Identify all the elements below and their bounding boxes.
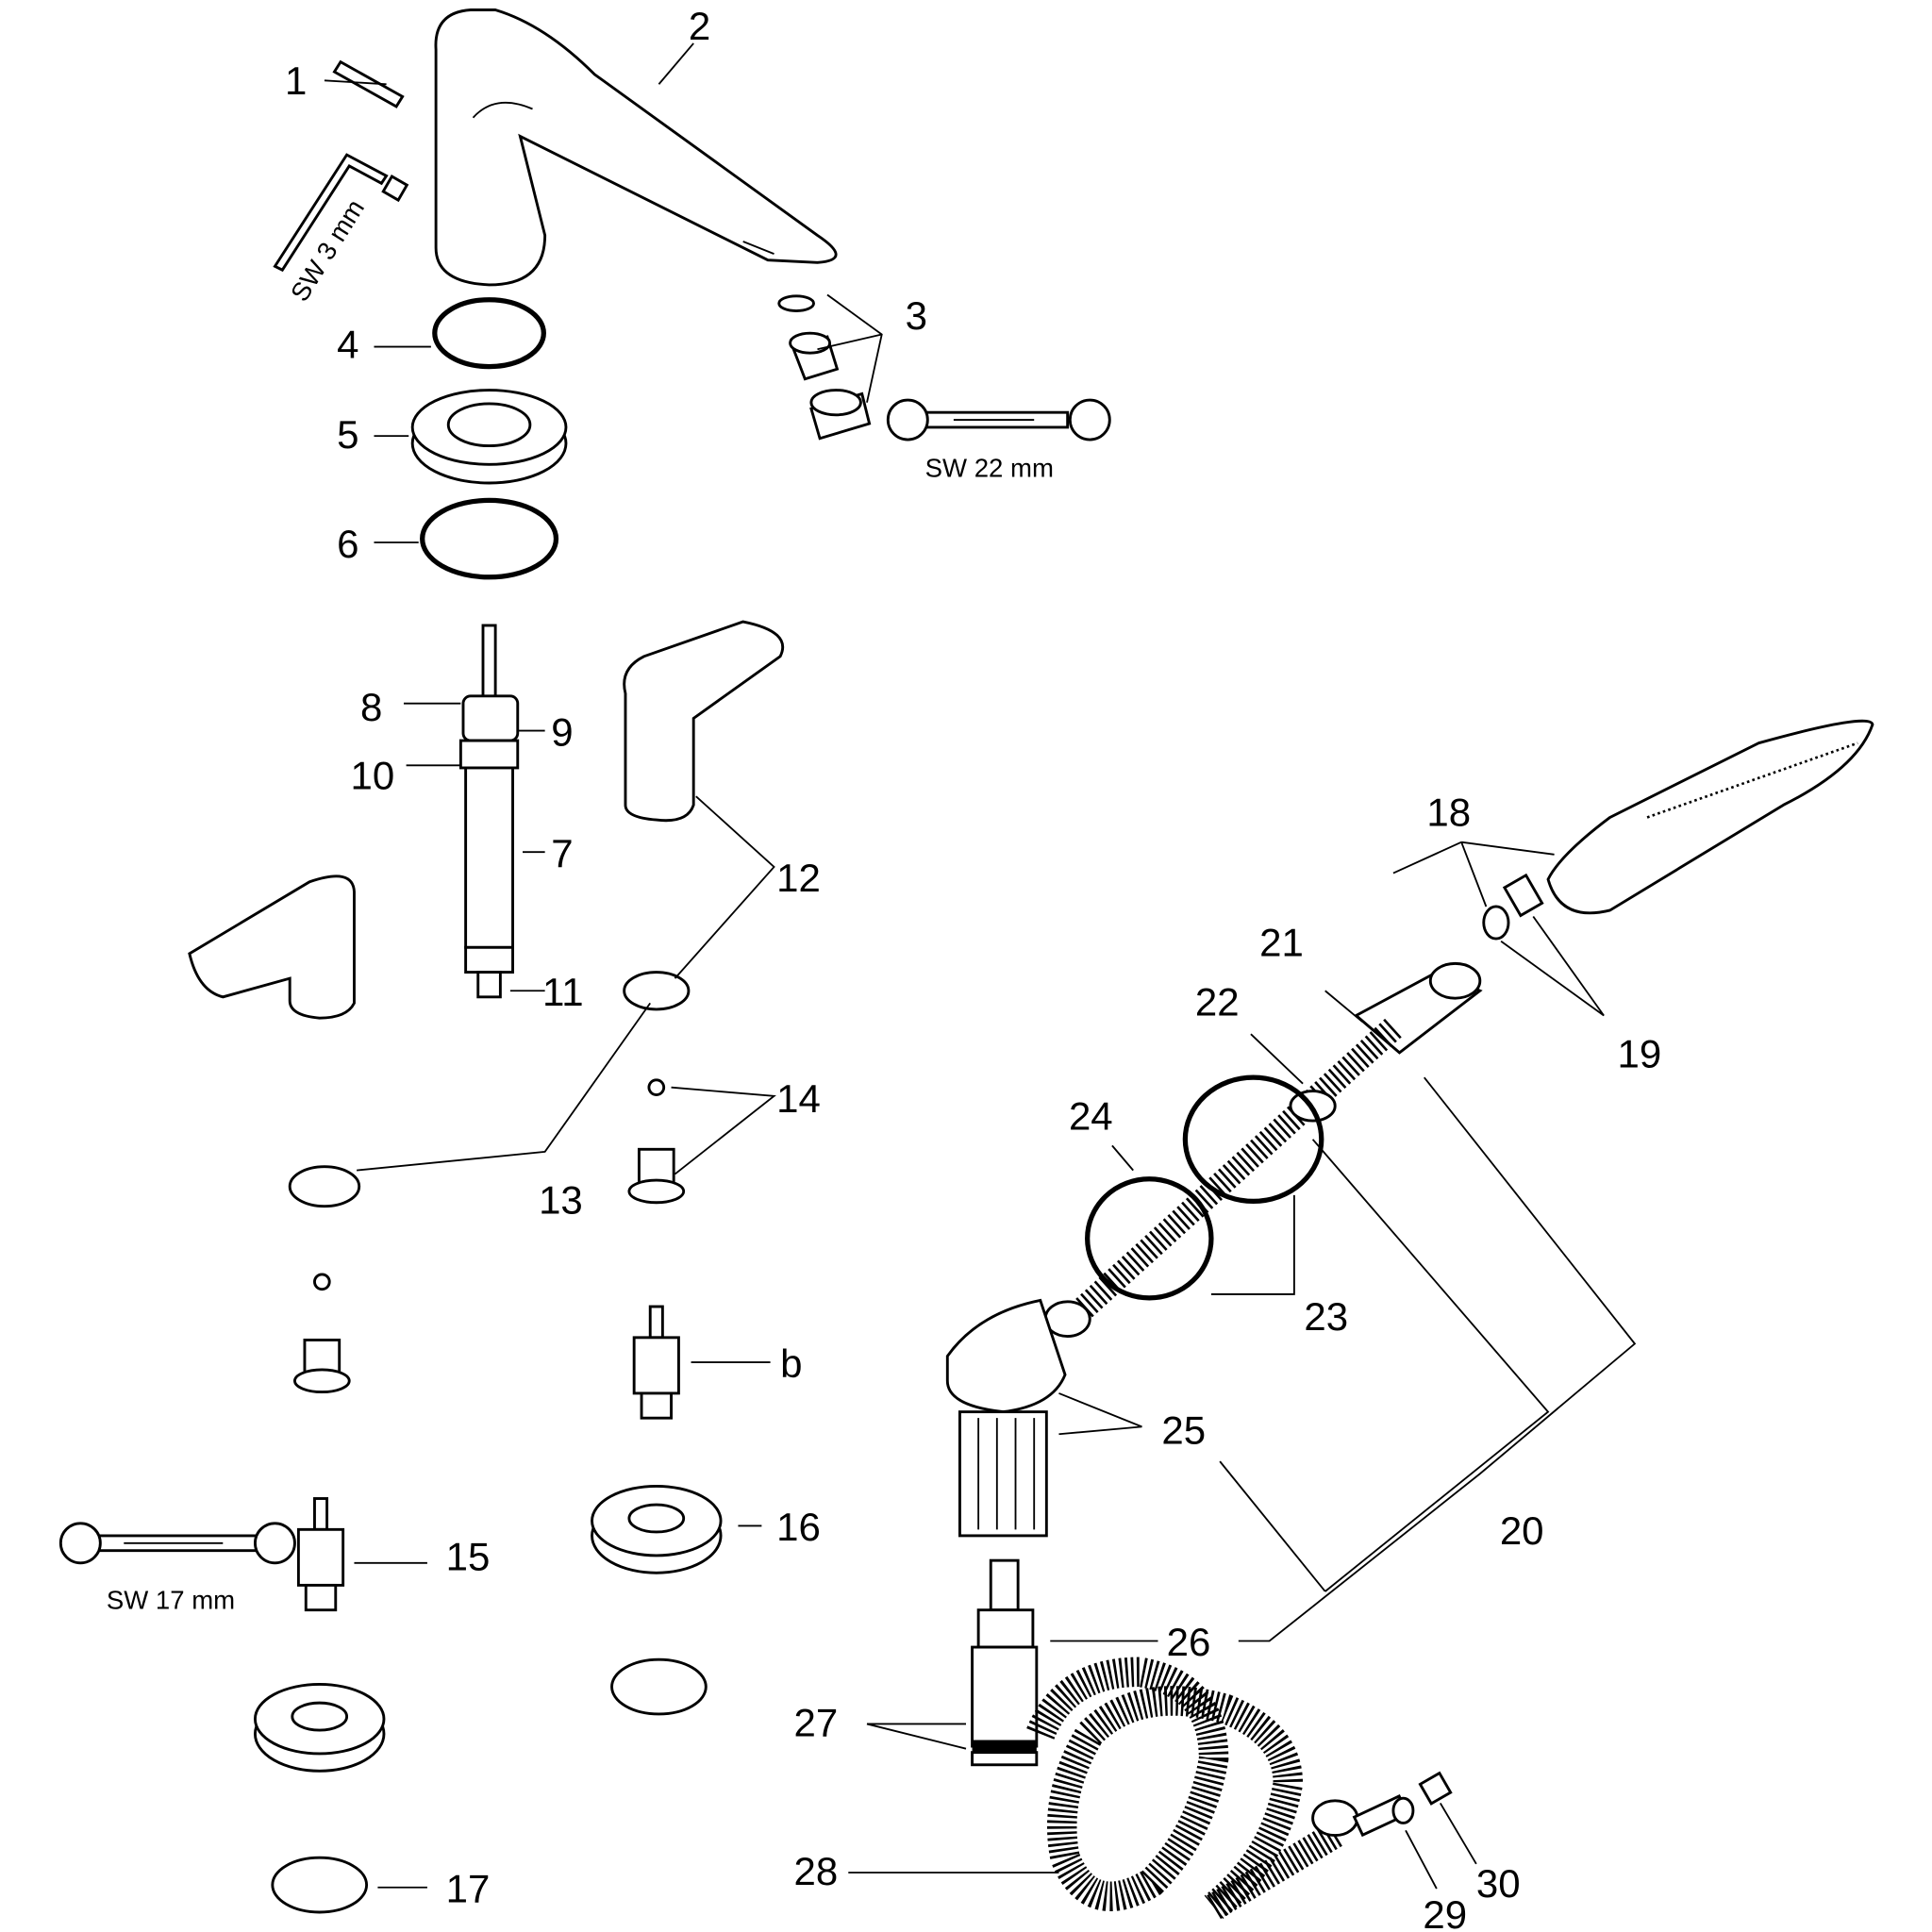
- label-8: 8: [360, 685, 382, 729]
- label-21: 21: [1259, 920, 1304, 964]
- label-b: b: [780, 1341, 802, 1386]
- label-30: 30: [1476, 1861, 1521, 1906]
- label-23: 23: [1304, 1294, 1348, 1339]
- handle-part-12: [623, 620, 785, 823]
- o-ring-part-19: [1482, 905, 1510, 941]
- label-14: 14: [776, 1076, 821, 1121]
- wrench-17-icon: [58, 1522, 296, 1565]
- handle-left: [188, 874, 356, 1020]
- label-20: 20: [1500, 1508, 1544, 1553]
- cartridge-part-7: [458, 624, 520, 999]
- label-1: 1: [285, 58, 307, 103]
- seal-part-29: [1391, 1796, 1415, 1824]
- hand-shower-part-18: [1502, 719, 1874, 918]
- label-12: 12: [776, 856, 821, 900]
- label-18: 18: [1426, 791, 1471, 835]
- label-28: 28: [794, 1849, 839, 1893]
- label-17: 17: [446, 1866, 491, 1910]
- label-22: 22: [1195, 980, 1240, 1024]
- washer-part-17: [271, 1856, 369, 1914]
- ring-part-13: [288, 1165, 361, 1208]
- adapter-left: [293, 1273, 351, 1394]
- hex-key-icon: [273, 153, 409, 273]
- label-6: 6: [337, 522, 358, 566]
- label-16: 16: [776, 1505, 821, 1549]
- label-19: 19: [1618, 1032, 1662, 1076]
- nut-part-30: [1418, 1771, 1453, 1806]
- label-11: 11: [542, 970, 584, 1014]
- label-13: 13: [539, 1178, 583, 1223]
- label-5: 5: [337, 412, 358, 457]
- label-26: 26: [1167, 1620, 1211, 1664]
- hose-part-28: [1026, 1657, 1409, 1920]
- o-ring-part-4: [432, 297, 546, 370]
- connector-part-25: [945, 1298, 1067, 1538]
- label-9: 9: [551, 709, 573, 754]
- label-2: 2: [689, 4, 710, 48]
- ring-part-12: [623, 971, 691, 1011]
- o-ring-part-6: [420, 497, 559, 580]
- base-ring-part-5: [410, 389, 568, 485]
- label-29: 29: [1423, 1892, 1467, 1932]
- wrench-22-icon: [886, 398, 1111, 441]
- base-ring-left: [253, 1682, 386, 1773]
- hex-key-size-label: SW 3 mm: [285, 194, 370, 307]
- label-25: 25: [1161, 1408, 1206, 1453]
- adapter-part-14: [627, 1078, 686, 1205]
- valve-part-b: [632, 1305, 680, 1420]
- shower-hose-part-20: [1043, 961, 1483, 1338]
- pin-part-1: [332, 59, 405, 108]
- connector-part-26: [971, 1558, 1039, 1767]
- aerator-part-3: [777, 294, 872, 441]
- label-27: 27: [794, 1701, 839, 1745]
- o-ring-part-27: [972, 1740, 1037, 1753]
- spout-part-2: [434, 8, 838, 287]
- base-ring-part-16: [591, 1484, 723, 1574]
- wrench-22-size-label: SW 22 mm: [925, 453, 1054, 482]
- label-10: 10: [351, 753, 395, 797]
- valve-part-15: [296, 1497, 345, 1612]
- washer-right: [610, 1657, 708, 1716]
- label-24: 24: [1069, 1093, 1113, 1138]
- leader-lines: [324, 42, 1637, 1890]
- label-15: 15: [446, 1535, 491, 1579]
- label-7: 7: [551, 831, 573, 875]
- label-3: 3: [906, 293, 927, 338]
- wrench-17-size-label: SW 17 mm: [107, 1585, 235, 1614]
- label-4: 4: [337, 322, 358, 366]
